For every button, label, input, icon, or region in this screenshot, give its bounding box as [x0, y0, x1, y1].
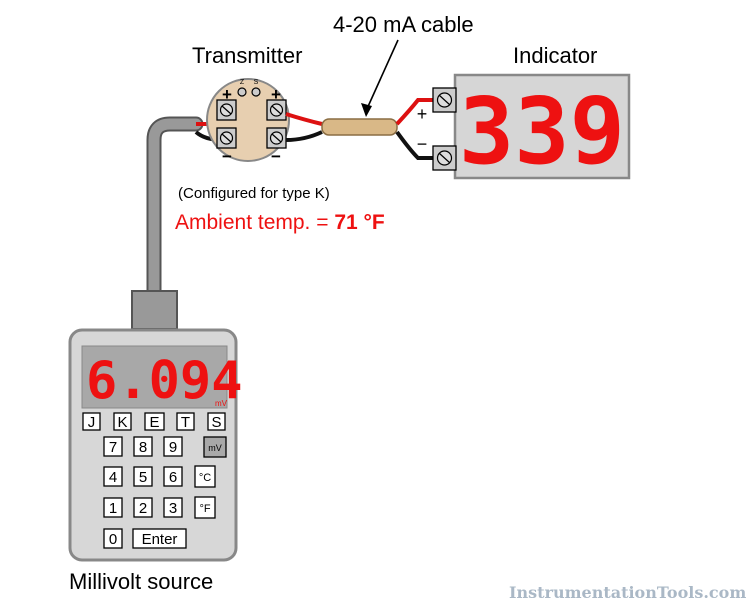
- cable-label: 4-20 mA cable: [333, 12, 474, 37]
- key-enter-label: Enter: [142, 531, 178, 548]
- key-5-label: 5: [139, 469, 147, 486]
- key-1[interactable]: [103, 497, 123, 518]
- key-6-label: 6: [169, 469, 177, 486]
- transmitter-plus-left: +: [222, 85, 232, 104]
- millivolt-source-label: Millivolt source: [69, 569, 213, 594]
- key-mv-label: mV: [208, 443, 222, 453]
- key-7[interactable]: [103, 436, 123, 457]
- indicator-minus-label: −: [417, 134, 428, 154]
- key-t[interactable]: [176, 412, 195, 431]
- key-fahrenheit-label: °F: [199, 503, 210, 515]
- key-3-label: 3: [169, 500, 177, 517]
- key-5[interactable]: [133, 466, 153, 487]
- key-3[interactable]: [163, 497, 183, 518]
- lead-connector: [131, 290, 178, 330]
- key-e-label: E: [149, 414, 159, 431]
- transmitter-minus-right: −: [271, 147, 281, 166]
- key-9-label: 9: [169, 439, 177, 456]
- key-8-label: 8: [139, 439, 147, 456]
- millivolt-display-value: 6.094: [86, 351, 243, 411]
- watermark: InstrumentationTools.com: [509, 583, 746, 602]
- configured-note: (Configured for type K): [178, 185, 330, 202]
- loop-wire-red-right: [395, 98, 435, 126]
- thermocouple-lead: [148, 118, 202, 298]
- ambient-temp-prefix: Ambient temp. =: [175, 211, 334, 234]
- key-0-label: 0: [109, 531, 117, 548]
- transmitter-plus-right: +: [271, 85, 281, 104]
- key-7-label: 7: [109, 439, 117, 456]
- cable-pointer: [365, 39, 399, 112]
- key-2[interactable]: [133, 497, 153, 518]
- thermocouple-lead-outer: [146, 116, 204, 300]
- key-fahrenheit[interactable]: [194, 496, 216, 519]
- loop-wire-black-left: [285, 130, 323, 142]
- millivolt-display: [81, 345, 228, 409]
- indicator-plus-label: +: [417, 104, 428, 124]
- key-4-label: 4: [109, 469, 117, 486]
- indicator-label: Indicator: [513, 43, 597, 68]
- key-mv[interactable]: [203, 436, 227, 458]
- key-s[interactable]: [207, 412, 226, 431]
- indicator-display-value: 339: [459, 78, 625, 185]
- key-s-label: S: [211, 414, 221, 431]
- cable-pointer-head: [361, 103, 372, 117]
- key-t-label: T: [181, 414, 190, 431]
- span-adjust-screw[interactable]: [251, 87, 261, 97]
- zero-label: Z: [240, 79, 245, 86]
- span-label: S: [254, 79, 259, 86]
- key-j[interactable]: [82, 412, 101, 431]
- type-keys: J K E T S: [82, 412, 226, 431]
- transmitter-label: Transmitter: [192, 43, 302, 68]
- key-k[interactable]: [113, 412, 132, 431]
- key-8[interactable]: [133, 436, 153, 457]
- loop-cable: [321, 118, 398, 136]
- key-celsius[interactable]: [194, 465, 216, 488]
- ambient-temp-note: Ambient temp. = 71 °F: [175, 211, 385, 234]
- transmitter-minus-left: −: [222, 147, 232, 166]
- loop-wire-black-right: [395, 130, 435, 160]
- key-4[interactable]: [103, 466, 123, 487]
- millivolt-unit-label: mV: [215, 399, 228, 408]
- key-celsius-label: °C: [199, 472, 211, 484]
- key-1-label: 1: [109, 500, 117, 517]
- number-keys: 7 8 9 mV 4 5 6 °C 1 2 3 °F 0 Enter: [103, 436, 227, 549]
- key-e[interactable]: [144, 412, 165, 431]
- key-enter[interactable]: [132, 528, 187, 549]
- key-2-label: 2: [139, 500, 147, 517]
- key-6[interactable]: [163, 466, 183, 487]
- key-0[interactable]: [103, 528, 123, 549]
- key-j-label: J: [88, 414, 96, 431]
- indicator-body: [453, 73, 631, 180]
- key-k-label: K: [117, 414, 127, 431]
- key-9[interactable]: [163, 436, 183, 457]
- loop-wire-red-left: [285, 112, 323, 126]
- zero-adjust-screw[interactable]: [237, 87, 247, 97]
- ambient-temp-value: 71 °F: [334, 211, 385, 234]
